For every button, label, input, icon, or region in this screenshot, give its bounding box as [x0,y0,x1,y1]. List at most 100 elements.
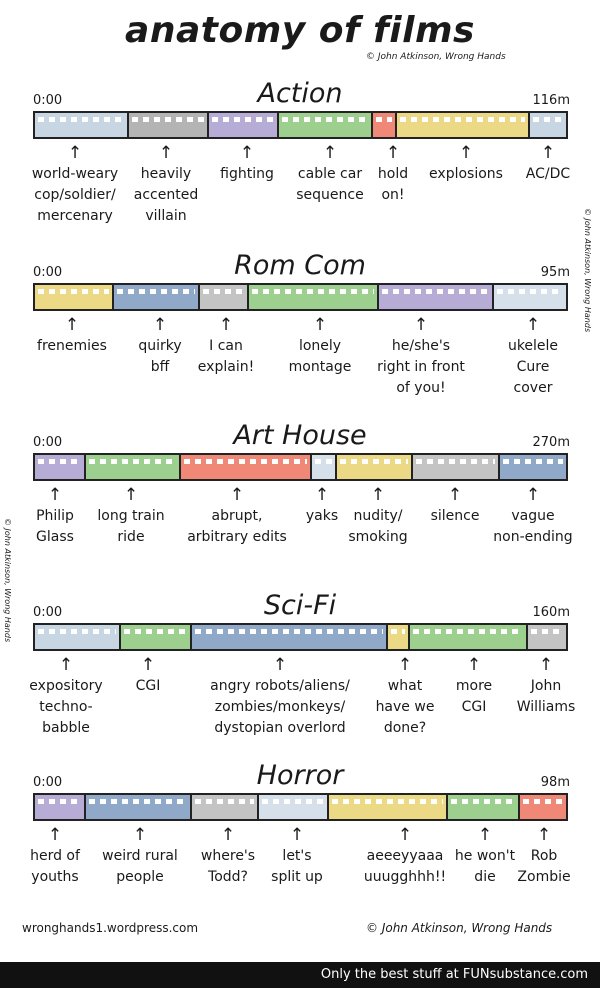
label-text: I can explain! [197,338,255,375]
arrow-up-icon: ↑ [413,315,429,335]
segment-label: ↑vague non-ending [493,484,572,548]
runtime: 160m [532,605,570,620]
film-strip [33,623,568,651]
arrow-up-icon: ↑ [152,315,168,335]
label-text: quirky bff [138,338,182,375]
segment-label: ↑where's Todd? [201,824,255,888]
arrow-up-icon: ↑ [67,143,83,163]
watermark-text: Only the best stuff at FUNsubstance.com [320,967,588,982]
label-text: AC/DC [525,166,571,182]
label-text: CGI [135,678,161,694]
start-time: 0:00 [33,265,63,280]
film-segment [208,113,280,137]
film-segment [121,625,193,649]
arrow-up-icon: ↑ [220,825,236,845]
arrow-up-icon: ↑ [385,143,401,163]
film-segment [113,285,200,309]
label-text: abrupt, arbitrary edits [187,508,287,545]
film-segment [35,455,86,479]
start-time: 0:00 [33,435,63,450]
watermark-bar: Only the best stuff at FUNsubstance.com [0,962,600,988]
film-segment [85,795,193,819]
segment-label: ↑CGI [136,654,161,697]
label-text: Rob Zombie [517,848,571,885]
label-text: heavily accented villain [133,166,199,224]
label-text: ukelele Cure cover [507,338,559,396]
arrow-up-icon: ↑ [47,485,63,505]
film-segment [372,113,397,137]
film-strip [33,793,568,821]
label-text: let's split up [271,848,323,885]
film-segment [35,113,129,137]
film-segment [447,795,521,819]
page-title: anatomy of films [125,10,475,51]
label-text: lonely montage [288,338,352,375]
film-segment [520,795,566,819]
segment-label: ↑ aeeeyyaaa uuugghhh!! [364,824,446,888]
start-time: 0:00 [33,93,63,108]
segment-label: ↑weird rural people [102,824,178,888]
film-segment [500,455,566,479]
film-segment [35,795,86,819]
label-text: weird rural people [102,848,178,885]
film-segment [494,285,566,309]
arrow-up-icon: ↑ [477,825,493,845]
arrow-up-icon: ↑ [272,655,288,675]
segment-label: ↑ what have we done? [376,654,435,739]
label-text: he won't die [454,848,516,885]
label-text: what have we done? [375,678,435,736]
label-text: silence [430,508,480,524]
film-segment [35,285,114,309]
label-text: frenemies [37,338,107,354]
segment-label: ↑John Williams [517,654,576,718]
segment-label: ↑ Philip Glass [36,484,74,548]
label-text: world-weary cop/soldier/ mercenary [31,166,119,224]
label-text: expository techno- babble [29,678,103,736]
film-segment [199,285,249,309]
segment-label: ↑silence [431,484,480,527]
arrow-up-icon: ↑ [525,315,541,335]
label-text: nudity/ smoking [348,508,408,545]
film-segment [259,795,330,819]
arrow-up-icon: ↑ [239,143,255,163]
film-segment [329,795,448,819]
film-segment [409,625,528,649]
segment-label: ↑ he won't die [455,824,515,888]
label-text: long train ride [97,508,165,545]
segment-label: ↑ explosions [429,142,503,185]
label-text: herd of youths [30,848,80,885]
film-segment [35,625,122,649]
arrow-up-icon: ↑ [58,655,74,675]
label-text: hold on! [377,166,409,203]
arrow-up-icon: ↑ [397,655,413,675]
label-text: yaks [305,508,339,524]
runtime: 98m [540,775,570,790]
film-strip [33,283,568,311]
segment-label: ↑yaks [306,484,338,527]
label-text: Philip Glass [36,508,74,545]
arrow-up-icon: ↑ [536,825,552,845]
arrow-up-icon: ↑ [458,143,474,163]
segment-label: ↑lonely montage [289,314,352,378]
label-text: aeeeyyaaa uuugghhh!! [363,848,447,885]
section-title: Art House [233,420,367,451]
segment-label: ↑more CGI [456,654,492,718]
film-segment [192,795,260,819]
segment-label: ↑ heavily accented villain [134,142,198,227]
segment-label: ↑long train ride [97,484,164,548]
website-link[interactable]: wronghands1.wordpress.com [22,921,199,935]
arrow-up-icon: ↑ [466,655,482,675]
arrow-up-icon: ↑ [218,315,234,335]
arrow-up-icon: ↑ [397,825,413,845]
section-title: Action [257,78,343,109]
arrow-up-icon: ↑ [64,315,80,335]
segment-label: ↑herd of youths [30,824,80,888]
film-segment [527,625,566,649]
label-text: explosions [429,166,503,182]
runtime: 95m [540,265,570,280]
film-segment [249,285,379,309]
start-time: 0:00 [33,775,63,790]
film-segment [180,455,312,479]
arrow-up-icon: ↑ [322,143,338,163]
arrow-up-icon: ↑ [158,143,174,163]
